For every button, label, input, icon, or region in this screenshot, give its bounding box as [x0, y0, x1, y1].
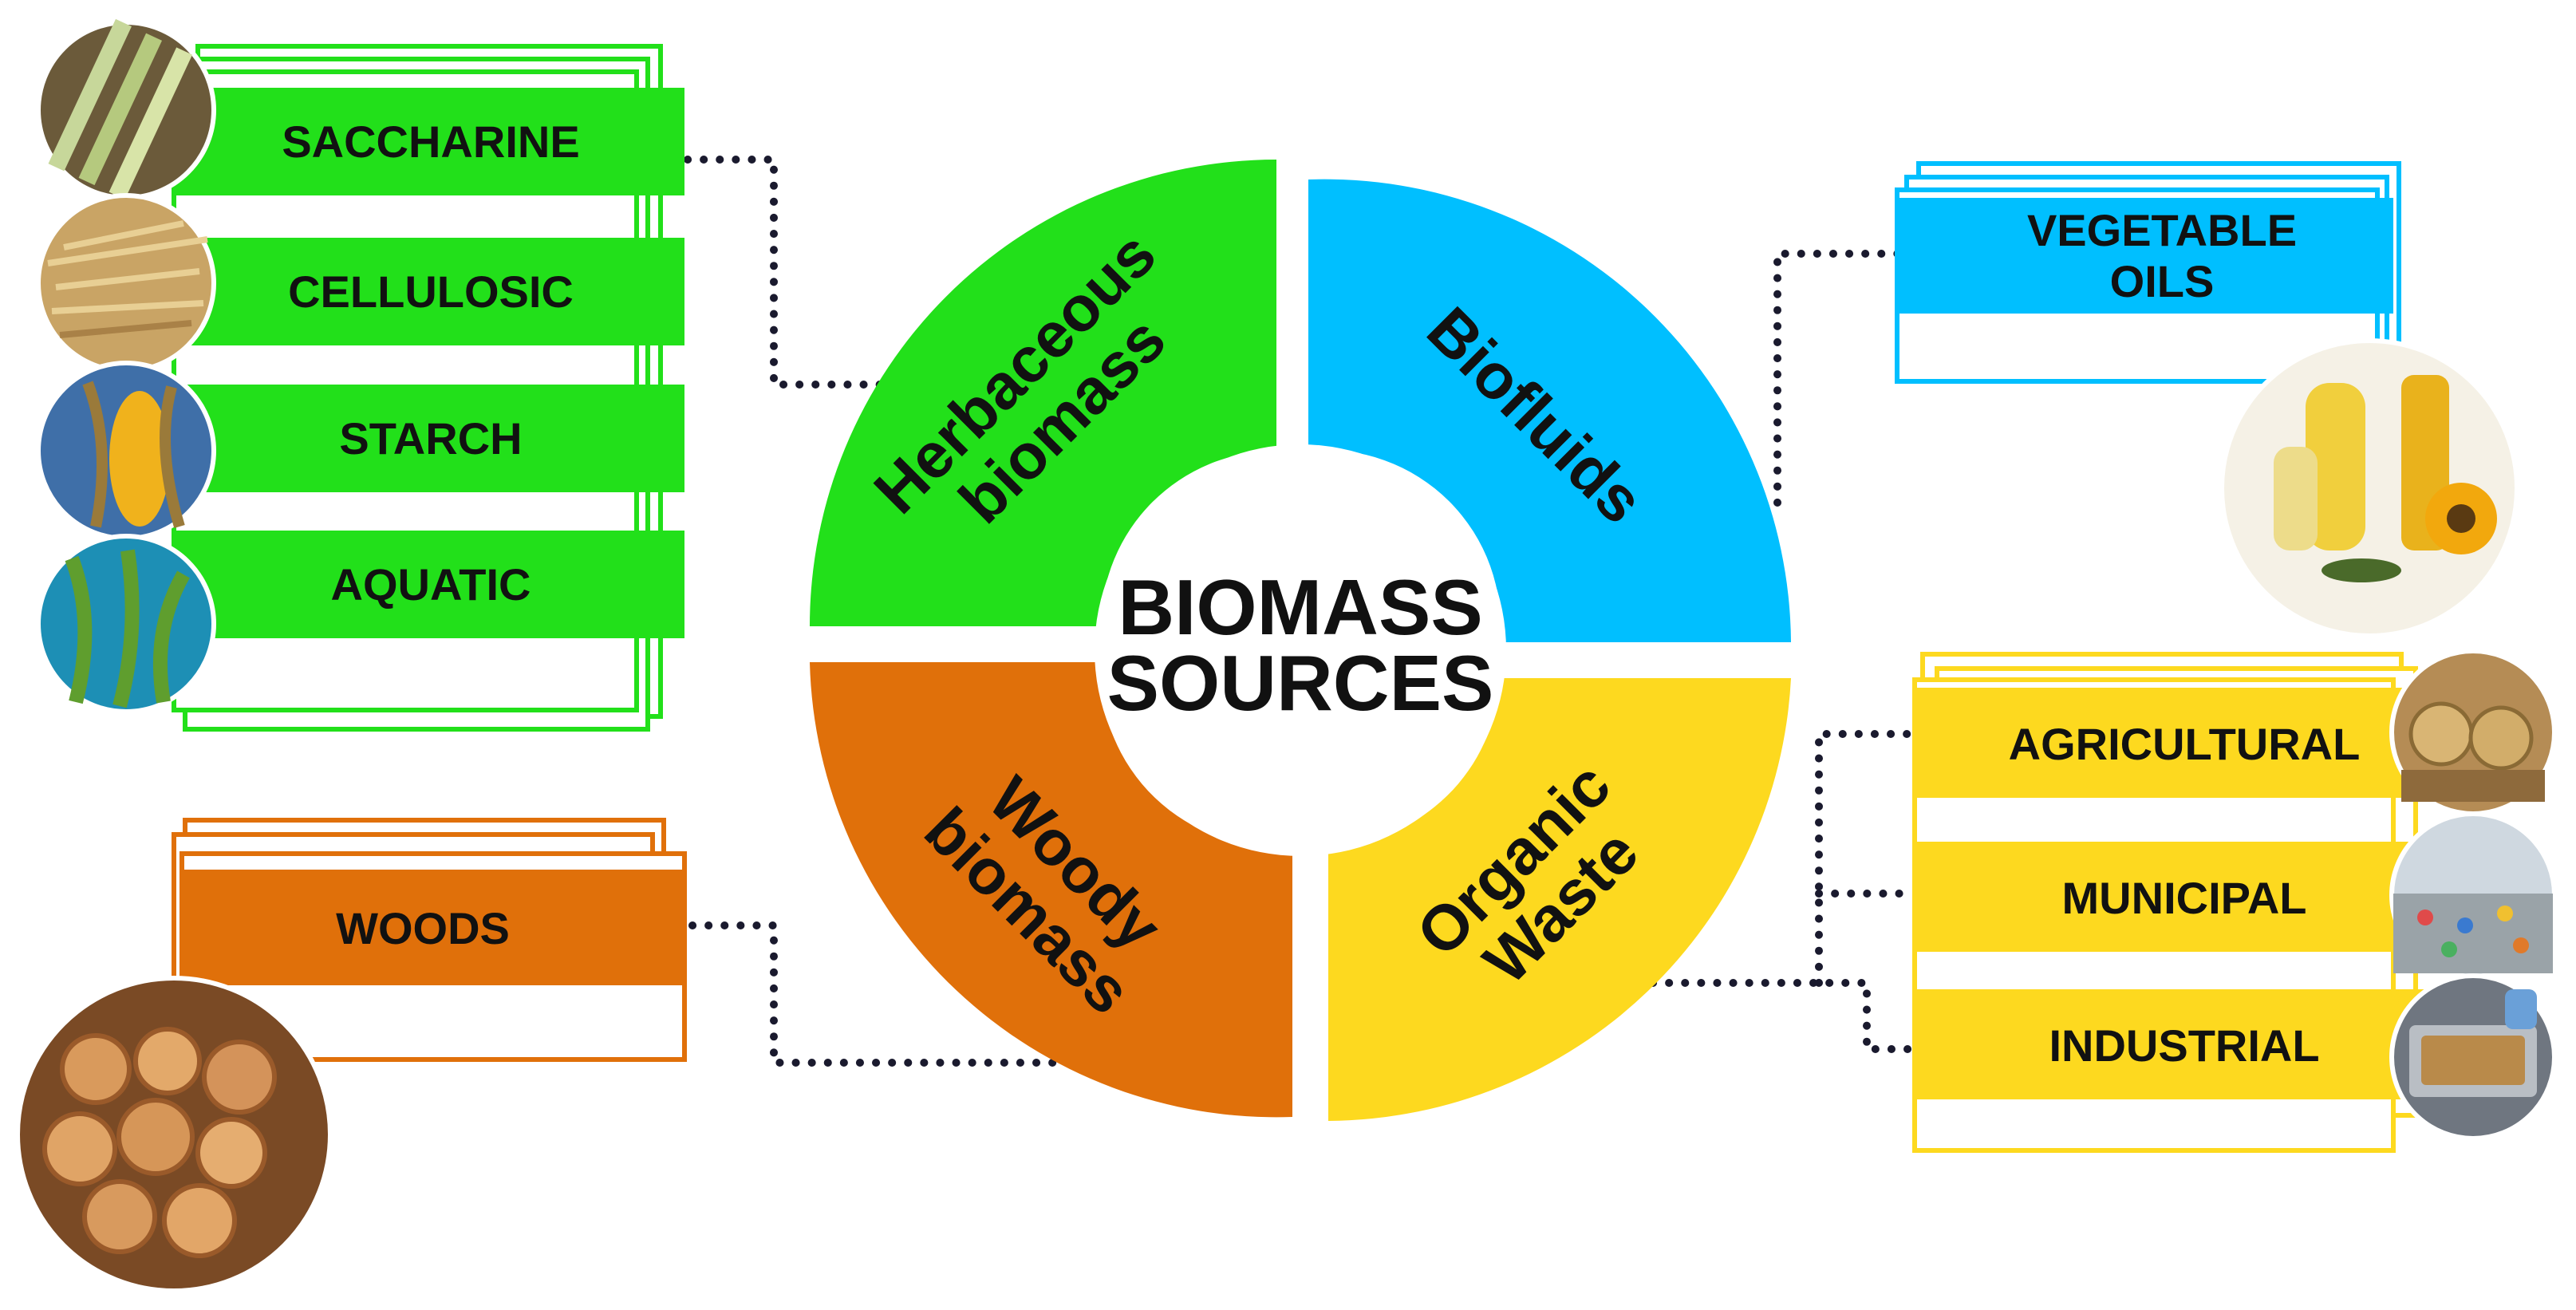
hay-bales-photo-icon [2389, 649, 2557, 816]
cellulosic-label: CELLULOSIC [288, 266, 574, 317]
connectors [684, 156, 1919, 1067]
agricultural-label: AGRICULTURAL [2009, 719, 2361, 769]
industrial-bar [1915, 989, 2429, 1099]
connector-organic [1649, 730, 1919, 1053]
seaweed-photo-icon [36, 534, 216, 714]
saccharine-label: SACCHARINE [282, 116, 579, 167]
saccharine-bar [174, 88, 684, 195]
starch-label: STARCH [339, 413, 522, 464]
segment-organic [1328, 678, 1791, 1121]
vegetable-oils-label-line2: OILS [2110, 256, 2215, 306]
segment-woody [810, 662, 1292, 1118]
corn-photo-icon [36, 361, 216, 541]
vegetable-oils-label-line1: VEGETABLE [2027, 205, 2297, 255]
connector-biofluids [1773, 250, 1903, 507]
woods-bar [182, 870, 684, 985]
landfill-photo-icon [2389, 811, 2557, 979]
industrial-waste-photo-icon [2389, 973, 2557, 1141]
herbaceous-group: SACCHARINE CELLULOSIC STARCH AQUATIC [36, 18, 684, 732]
biofluids-group: VEGETABLE OILS [1895, 161, 2519, 638]
donut-chart [810, 160, 1791, 1121]
sugarcane-photo-icon [36, 18, 216, 200]
straw-photo-icon [36, 193, 216, 373]
center-title-line2: SOURCES [1107, 639, 1494, 727]
agricultural-bar [1915, 688, 2429, 798]
aquatic-label: AQUATIC [331, 559, 531, 610]
center-title-line1: BIOMASS [1118, 563, 1482, 651]
connector-woody [688, 921, 1077, 1067]
organic-group: AGRICULTURAL MUNICIPAL INDUSTRIAL [1912, 649, 2557, 1153]
donut-hole [1095, 444, 1506, 856]
woody-group: WOODS [15, 818, 687, 1293]
segment-herbaceous [810, 160, 1276, 626]
connector-herbaceous [684, 156, 890, 389]
cellulosic-bar [174, 238, 684, 345]
logs-photo-icon [15, 976, 333, 1293]
oil-bottles-photo-icon [2219, 338, 2519, 638]
segment-biofluids [1308, 179, 1791, 642]
aquatic-bar [174, 531, 684, 638]
municipal-bar [1915, 842, 2429, 952]
vegetable-oils-bar [1897, 198, 2393, 314]
woods-label: WOODS [336, 903, 510, 953]
starch-bar [174, 385, 684, 492]
municipal-label: MUNICIPAL [2062, 873, 2307, 923]
industrial-label: INDUSTRIAL [2049, 1020, 2319, 1071]
